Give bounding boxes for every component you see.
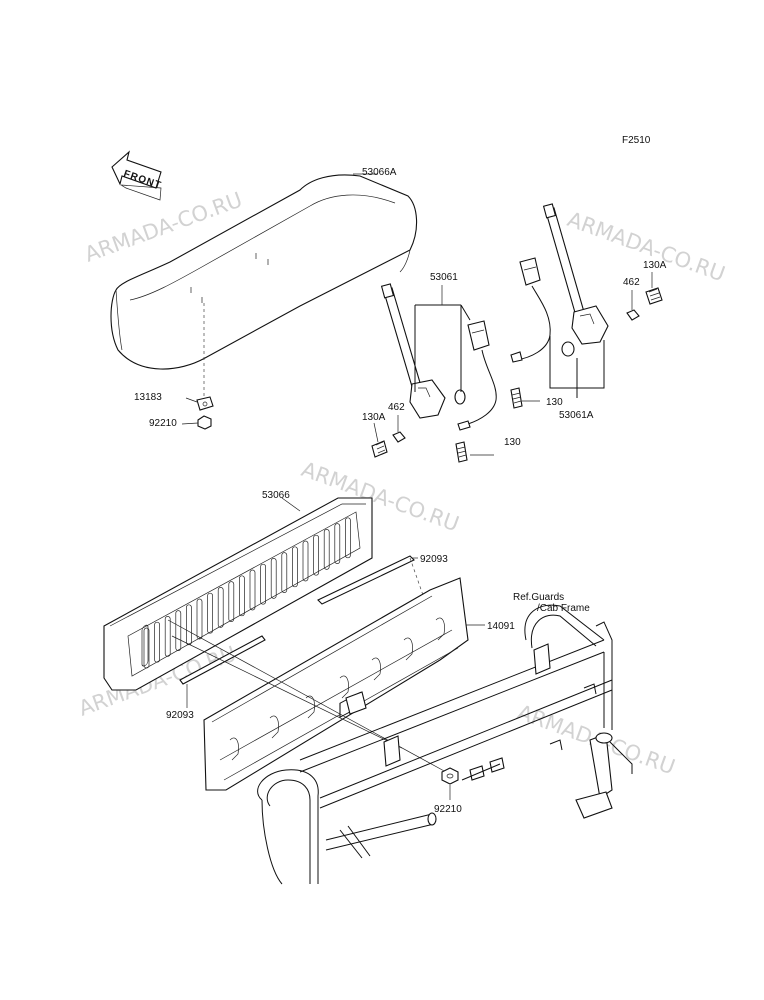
backrest-slot-group bbox=[143, 517, 351, 669]
label-130-upper: 130 bbox=[546, 397, 563, 408]
strip-92093-upper bbox=[317, 555, 415, 605]
label-462-left: 462 bbox=[388, 402, 405, 413]
label-130-lower: 130 bbox=[504, 437, 521, 448]
label-462-right: 462 bbox=[623, 277, 640, 288]
leader-92210-upper bbox=[181, 422, 199, 425]
backrest-slot bbox=[302, 540, 309, 582]
backrest-slot bbox=[228, 581, 235, 622]
backrest-slot bbox=[323, 529, 330, 570]
label-53061A: 53061A bbox=[559, 410, 594, 421]
label-92093-lower: 92093 bbox=[166, 710, 194, 721]
cab-frame bbox=[257, 604, 633, 885]
bracket-13183 bbox=[196, 396, 214, 411]
label-53066: 53066 bbox=[262, 490, 290, 501]
backrest-slot bbox=[164, 616, 171, 657]
label-92210-upper: 92210 bbox=[149, 418, 177, 429]
backrest-slot bbox=[345, 517, 351, 559]
label-ref-guards-1: Ref.Guards bbox=[513, 592, 564, 603]
leader-53066 bbox=[281, 497, 301, 512]
label-92093-upper: 92093 bbox=[420, 554, 448, 565]
backrest-slots bbox=[141, 624, 149, 667]
backrest-slot bbox=[239, 575, 245, 617]
label-130a-left: 130A bbox=[362, 412, 386, 423]
washer-462-left bbox=[392, 431, 406, 443]
label-53066A: 53066A bbox=[362, 167, 397, 178]
label-ref-guards-2: /Cab Frame bbox=[537, 603, 590, 614]
backrest-slot bbox=[143, 627, 150, 669]
seat-cushion bbox=[110, 174, 418, 396]
backrest-slot bbox=[260, 563, 266, 605]
backrest-slot bbox=[313, 534, 319, 576]
backrest-slot bbox=[154, 621, 160, 663]
label-53061: 53061 bbox=[430, 272, 458, 283]
watermark-2: ARMADA-CO.RU bbox=[564, 207, 728, 286]
bolt-130-upper bbox=[510, 387, 523, 409]
label-13183: 13183 bbox=[134, 392, 162, 403]
washer-462-right bbox=[626, 309, 640, 321]
backrest-slot bbox=[207, 592, 213, 634]
backrest-slot bbox=[281, 552, 288, 593]
dash-92093-upper bbox=[409, 557, 425, 599]
backrest-slot bbox=[175, 610, 182, 651]
backrest-slot bbox=[249, 569, 256, 611]
belt-assy-left bbox=[380, 283, 497, 431]
label-92210-lower: 92210 bbox=[434, 804, 462, 815]
belt-assy-right bbox=[510, 203, 609, 398]
backrest-slot bbox=[217, 587, 224, 628]
guide-line-2 bbox=[171, 635, 403, 749]
bolt-130a-left bbox=[371, 440, 388, 458]
nut-92210-lower bbox=[441, 767, 459, 785]
backrest-slot bbox=[292, 546, 298, 588]
label-130a-right: 130A bbox=[643, 260, 667, 271]
bolt-130a-right bbox=[645, 287, 663, 305]
backrest bbox=[103, 497, 373, 691]
backrest-slot bbox=[196, 598, 203, 640]
front-arrow-icon: FRONT bbox=[111, 150, 163, 201]
label-14091: 14091 bbox=[487, 621, 515, 632]
leader-13183 bbox=[185, 397, 198, 403]
figure-code: F2510 bbox=[622, 135, 651, 146]
backrest-slot bbox=[270, 558, 277, 599]
leader-130a-left bbox=[373, 422, 379, 443]
bolt-130-lower bbox=[455, 441, 468, 463]
strip-92093-lower bbox=[179, 635, 266, 685]
backrest-slot bbox=[334, 523, 341, 564]
backrest-slot bbox=[186, 604, 192, 646]
nut-92210-upper bbox=[197, 415, 212, 430]
